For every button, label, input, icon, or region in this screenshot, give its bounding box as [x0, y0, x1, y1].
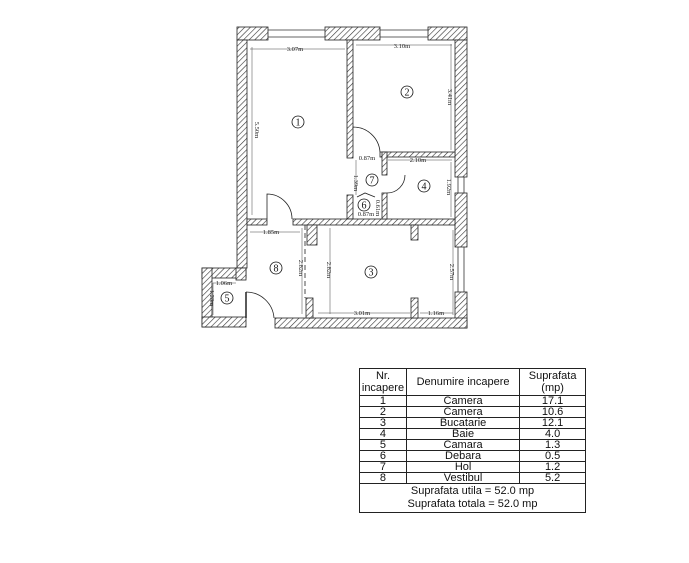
- room-nr-cell: 6: [359, 450, 407, 462]
- dim-label: 1.06m: [216, 280, 232, 287]
- room-nr-cell: 2: [359, 406, 407, 418]
- walls: [201, 26, 468, 329]
- room-name-cell: Camera: [405, 395, 521, 407]
- room-number: 6: [362, 201, 367, 212]
- dim-label: 1.92m: [445, 179, 452, 195]
- room-number: 4: [422, 182, 427, 193]
- room-nr-cell: 7: [359, 461, 407, 473]
- table-footer: Suprafata utila = 52.0 mp Suprafata tota…: [359, 483, 586, 513]
- room-number: 8: [274, 264, 279, 275]
- room-area-cell: 12.1: [519, 417, 586, 429]
- header-area: Suprafata (mp): [519, 368, 586, 396]
- room-nr-cell: 3: [359, 417, 407, 429]
- room-name-cell: Debara: [405, 450, 521, 462]
- room-nr-cell: 5: [359, 439, 407, 451]
- dim-label: 3.41m: [446, 89, 453, 105]
- header-nr: Nr. incapere: [359, 368, 407, 396]
- table-header-row: Nr. incapere Denumire incapere Suprafata…: [359, 368, 586, 396]
- dim-label: 1.23m: [208, 290, 215, 306]
- dim-label: 3.01m: [354, 310, 370, 317]
- dim-label: 0.87m: [359, 155, 375, 162]
- room-number: 1: [296, 118, 301, 129]
- dim-label: 2.57m: [448, 264, 455, 280]
- header-name: Denumire incapere: [405, 368, 521, 396]
- room-name-cell: Camera: [405, 406, 521, 418]
- room-numbers: [220, 85, 431, 305]
- dim-label: 3.10m: [394, 43, 410, 50]
- usable-area: Suprafata utila = 52.0 mp: [410, 485, 535, 497]
- room-number: 7: [370, 176, 375, 187]
- dim-label: 5.50m: [253, 122, 260, 138]
- room-nr-cell: 4: [359, 428, 407, 440]
- dim-label: 1.16m: [428, 310, 444, 317]
- room-number: 3: [369, 268, 374, 279]
- room-area-cell: 1.3: [519, 439, 586, 451]
- room-name-cell: Vestibul: [405, 472, 521, 484]
- dim-label: 2.10m: [410, 157, 426, 164]
- room-area-cell: 0.5: [519, 450, 586, 462]
- total-area: Suprafata totala = 52.0 mp: [407, 498, 538, 510]
- doors: [245, 126, 406, 319]
- dim-label: 1.39m: [352, 175, 359, 191]
- room-area-cell: 5.2: [519, 472, 586, 484]
- room-name-cell: Hol: [405, 461, 521, 473]
- dim-label: 2.82m: [297, 260, 304, 276]
- room-nr-cell: 1: [359, 395, 407, 407]
- dim-label: 2.82m: [325, 262, 332, 278]
- dim-label: 0.61m: [374, 200, 381, 216]
- area-table: Nr. incapere Denumire incapere Suprafata…: [359, 368, 586, 513]
- room-nr-cell: 8: [359, 472, 407, 484]
- room-number: 2: [405, 88, 410, 99]
- dim-label: 1.85m: [263, 229, 279, 236]
- dim-label: 3.07m: [287, 46, 303, 53]
- room-name-cell: Baie: [405, 428, 521, 440]
- room-name-cell: Camara: [405, 439, 521, 451]
- room-area-cell: 4.0: [519, 428, 586, 440]
- room-area-cell: 17.1: [519, 395, 586, 407]
- room-area-cell: 1.2: [519, 461, 586, 473]
- room-name-cell: Bucatarie: [405, 417, 521, 429]
- dim-label: 0.87m: [358, 211, 374, 218]
- room-area-cell: 10.6: [519, 406, 586, 418]
- room-number: 5: [225, 294, 230, 305]
- dimension-lines: [212, 44, 454, 315]
- windows: [268, 29, 465, 292]
- dimension-labels: 3.07m 3.10m 5.50m 3.41m 0.87m 2.10m 1.39…: [208, 43, 455, 317]
